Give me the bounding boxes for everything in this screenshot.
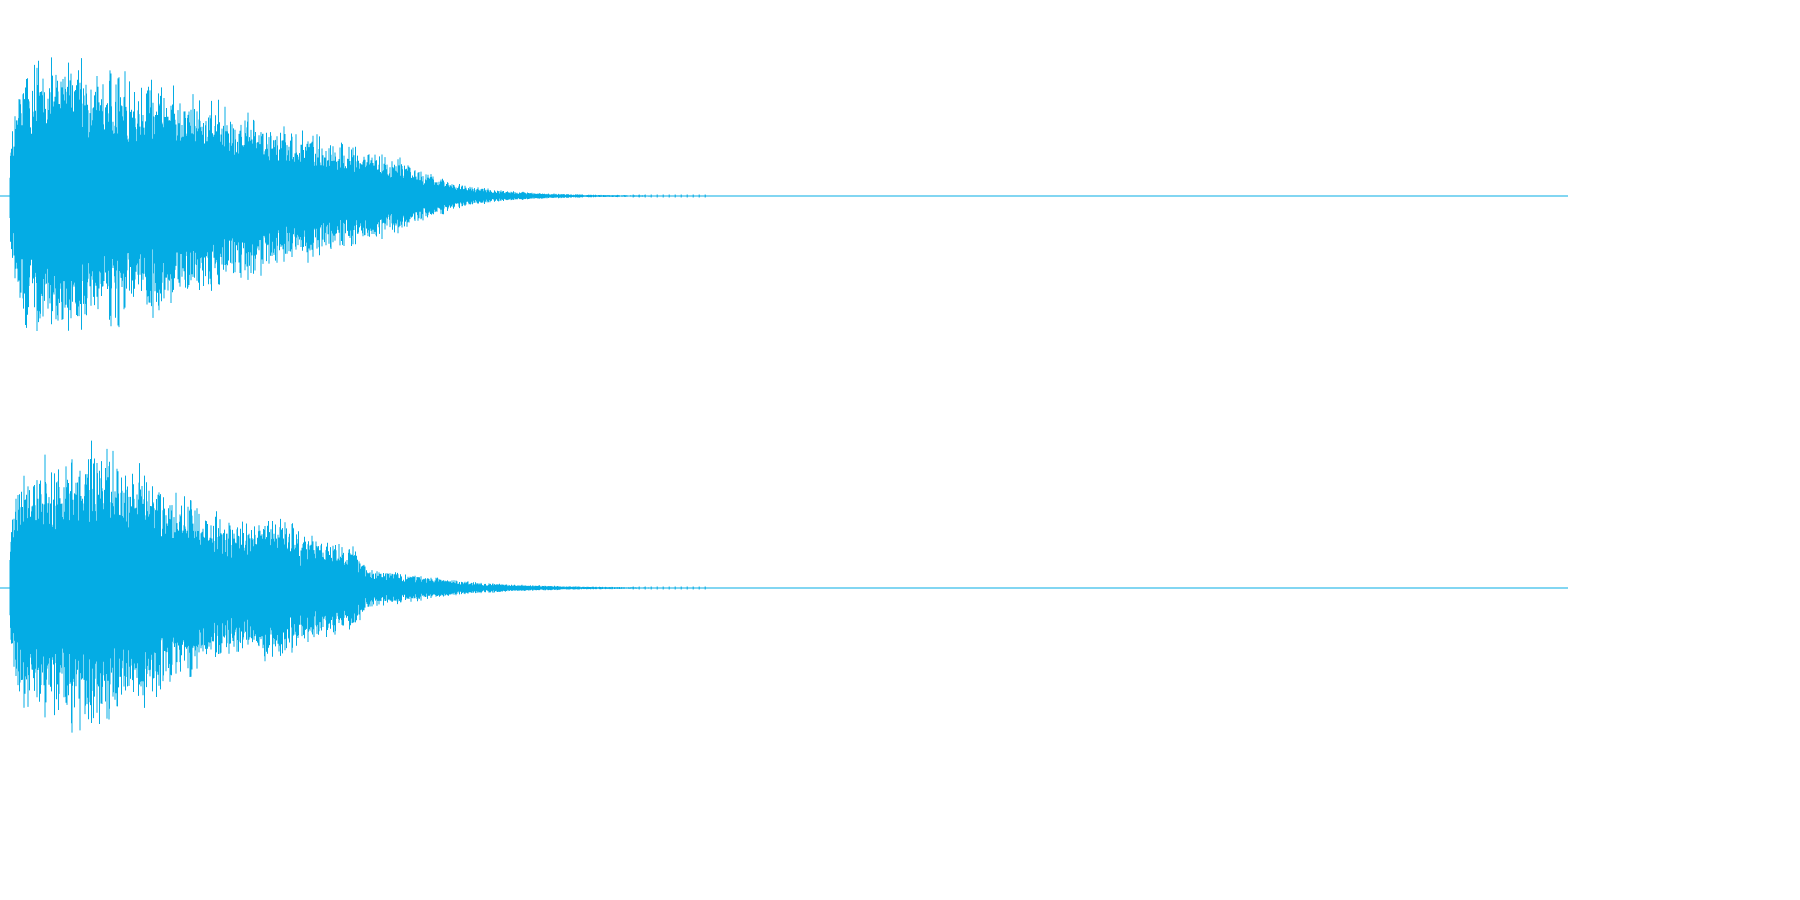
channel-2-waveform bbox=[9, 440, 706, 733]
waveform-canvas bbox=[0, 57, 1568, 733]
waveform-view bbox=[0, 57, 1568, 733]
channel-1-track bbox=[0, 57, 1568, 331]
channel-1-waveform bbox=[9, 57, 706, 331]
channel-2-track bbox=[0, 440, 1568, 733]
